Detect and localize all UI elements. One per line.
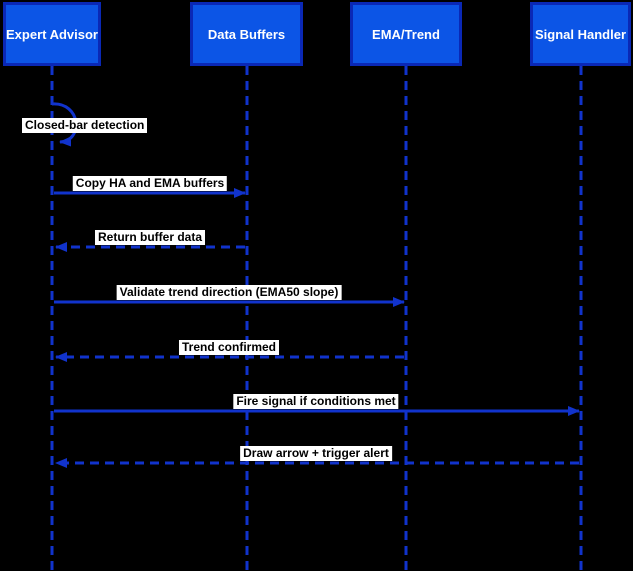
message-label-fire-signal: Fire signal if conditions met xyxy=(233,394,399,409)
message-label-copy-ha-ema-buffers: Copy HA and EMA buffers xyxy=(72,176,228,191)
actor-label: EMA/Trend xyxy=(372,26,440,42)
message-label-closed-bar-detection: Closed-bar detection xyxy=(22,118,148,133)
message-label-draw-arrow-trigger-alert: Draw arrow + trigger alert xyxy=(240,446,392,461)
actor-label: Expert Advisor xyxy=(6,26,98,42)
message-label-return-buffer-data: Return buffer data xyxy=(94,230,206,245)
actor-box-ema-trend: EMA/Trend xyxy=(350,2,462,66)
actor-box-data-buffers: Data Buffers xyxy=(190,2,303,66)
actor-box-expert-advisor: Expert Advisor xyxy=(3,2,101,66)
message-label-trend-confirmed: Trend confirmed xyxy=(178,340,280,355)
actor-label: Data Buffers xyxy=(207,26,286,42)
actor-box-signal-handler: Signal Handler xyxy=(530,2,631,66)
actor-label: Signal Handler xyxy=(534,26,627,42)
message-label-validate-trend-direction: Validate trend direction (EMA50 slope) xyxy=(116,285,342,300)
